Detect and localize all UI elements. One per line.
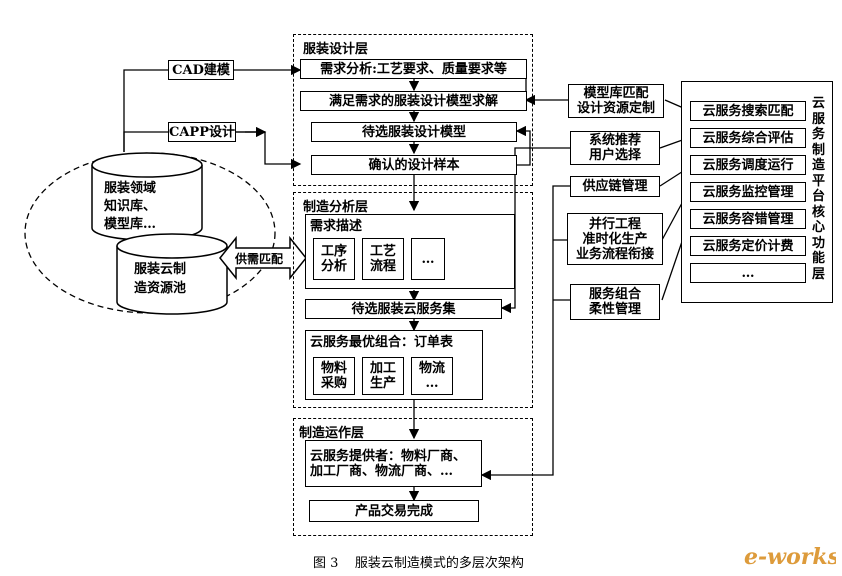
design-layer-frame — [293, 34, 533, 186]
candidate-model-box: 待选服装设计模型 — [311, 122, 517, 142]
trade-complete-box: 产品交易完成 — [309, 500, 479, 522]
requirements-box: 需求分析:工艺要求、质量要求等 — [300, 59, 527, 79]
analysis-layer-title: 制造分析层 — [303, 200, 369, 215]
optimal-item-production: 加工 生产 — [362, 357, 404, 395]
operation-layer-frame — [293, 418, 533, 536]
platform-service-2: 云服务调度运行 — [690, 155, 806, 175]
knowledge-db-cylinder — [91, 152, 203, 241]
demand-item-more: … — [411, 238, 445, 280]
model-match-box: 模型库匹配 设计资源定制 — [568, 84, 664, 118]
analysis-layer-frame — [293, 192, 533, 408]
knowledge-db-label: 服装领域 知识库、 模型库… — [104, 181, 157, 232]
eworks-logo: e-works — [744, 544, 836, 570]
platform-service-3: 云服务监控管理 — [690, 182, 806, 202]
operation-layer-title: 制造运作层 — [299, 426, 365, 441]
optimal-combo-title: 云服务最优组合：订单表 — [310, 335, 454, 350]
optimal-item-material: 物料 采购 — [313, 357, 355, 395]
platform-service-6: … — [690, 263, 806, 283]
capp-design-box: CAPP设计 — [168, 122, 236, 142]
demand-item-process: 工序 分析 — [313, 238, 355, 280]
platform-service-1: 云服务综合评估 — [690, 128, 806, 148]
figure-caption: 图 3 服装云制造模式的多层次架构 — [313, 556, 524, 571]
cad-modeling-box: CAD建模 — [168, 60, 234, 80]
concurrent-box: 并行工程 准时化生产 业务流程衔接 — [567, 213, 663, 265]
platform-service-4: 云服务容错管理 — [690, 209, 806, 229]
recommend-box: 系统推荐 用户选择 — [570, 131, 660, 165]
service-combo-box: 服务组合 柔性管理 — [570, 284, 660, 320]
providers-box: 云服务提供者：物料厂商、 加工厂商、物流厂商、… — [305, 440, 482, 487]
resource-pool-label: 服装云制 造资源池 — [134, 262, 187, 296]
svg-text:e-works: e-works — [744, 544, 836, 570]
candidate-services-box: 待选服装云服务集 — [305, 299, 502, 319]
demand-desc-title: 需求描述 — [310, 219, 363, 234]
design-layer-title: 服装设计层 — [303, 42, 369, 57]
supply-demand-label: 供需匹配 — [235, 252, 284, 266]
platform-service-0: 云服务搜索匹配 — [690, 101, 806, 121]
optimal-item-logistics: 物流 … — [411, 357, 453, 395]
supply-chain-box: 供应链管理 — [570, 176, 660, 197]
platform-service-5: 云服务定价计费 — [690, 236, 806, 256]
model-solve-box: 满足需求的服装设计模型求解 — [300, 91, 527, 111]
resource-pool-cylinder — [116, 233, 228, 315]
platform-title: 云服务制造平台核心功能层 — [812, 96, 826, 282]
demand-item-flow: 工艺 流程 — [362, 238, 404, 280]
confirmed-sample-box: 确认的设计样本 — [311, 155, 517, 175]
